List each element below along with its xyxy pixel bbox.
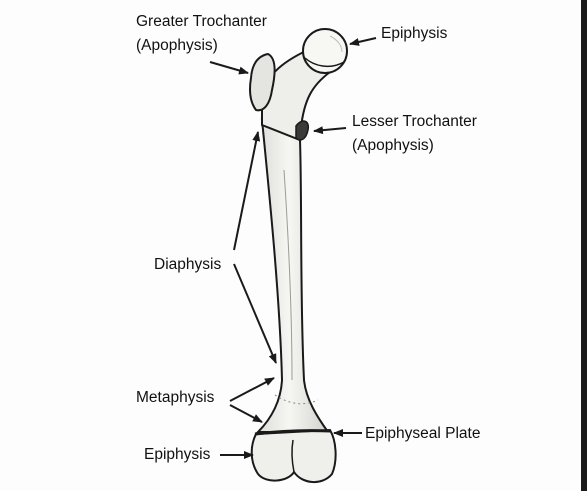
label-epiphysis-top: Epiphysis [381,26,447,42]
arrow-metaphysis-up [230,378,274,401]
label-metaphysis: Metaphysis [136,390,214,406]
label-lesser-trochanter: Lesser Trochanter [352,114,477,130]
arrow-greater-trochanter [210,62,248,73]
label-diaphysis: Diaphysis [154,257,221,273]
arrow-epiphysis-top [350,38,376,44]
label-epiphyseal-plate: Epiphyseal Plate [365,426,480,442]
label-epiphysis-bottom: Epiphysis [144,447,210,463]
arrow-diaphysis-down [234,264,276,363]
distal-epiphysis [252,430,336,482]
label-greater-trochanter-apophysis: (Apophysis) [136,38,218,54]
femur-shaft [258,120,328,432]
label-greater-trochanter: Greater Trochanter [136,14,267,30]
arrow-diaphysis-up [234,132,258,250]
arrow-metaphysis-down [230,405,262,422]
lesser-trochanter [296,121,308,140]
label-lesser-trochanter-apophysis: (Apophysis) [352,138,434,154]
arrow-lesser-trochanter [314,128,346,131]
